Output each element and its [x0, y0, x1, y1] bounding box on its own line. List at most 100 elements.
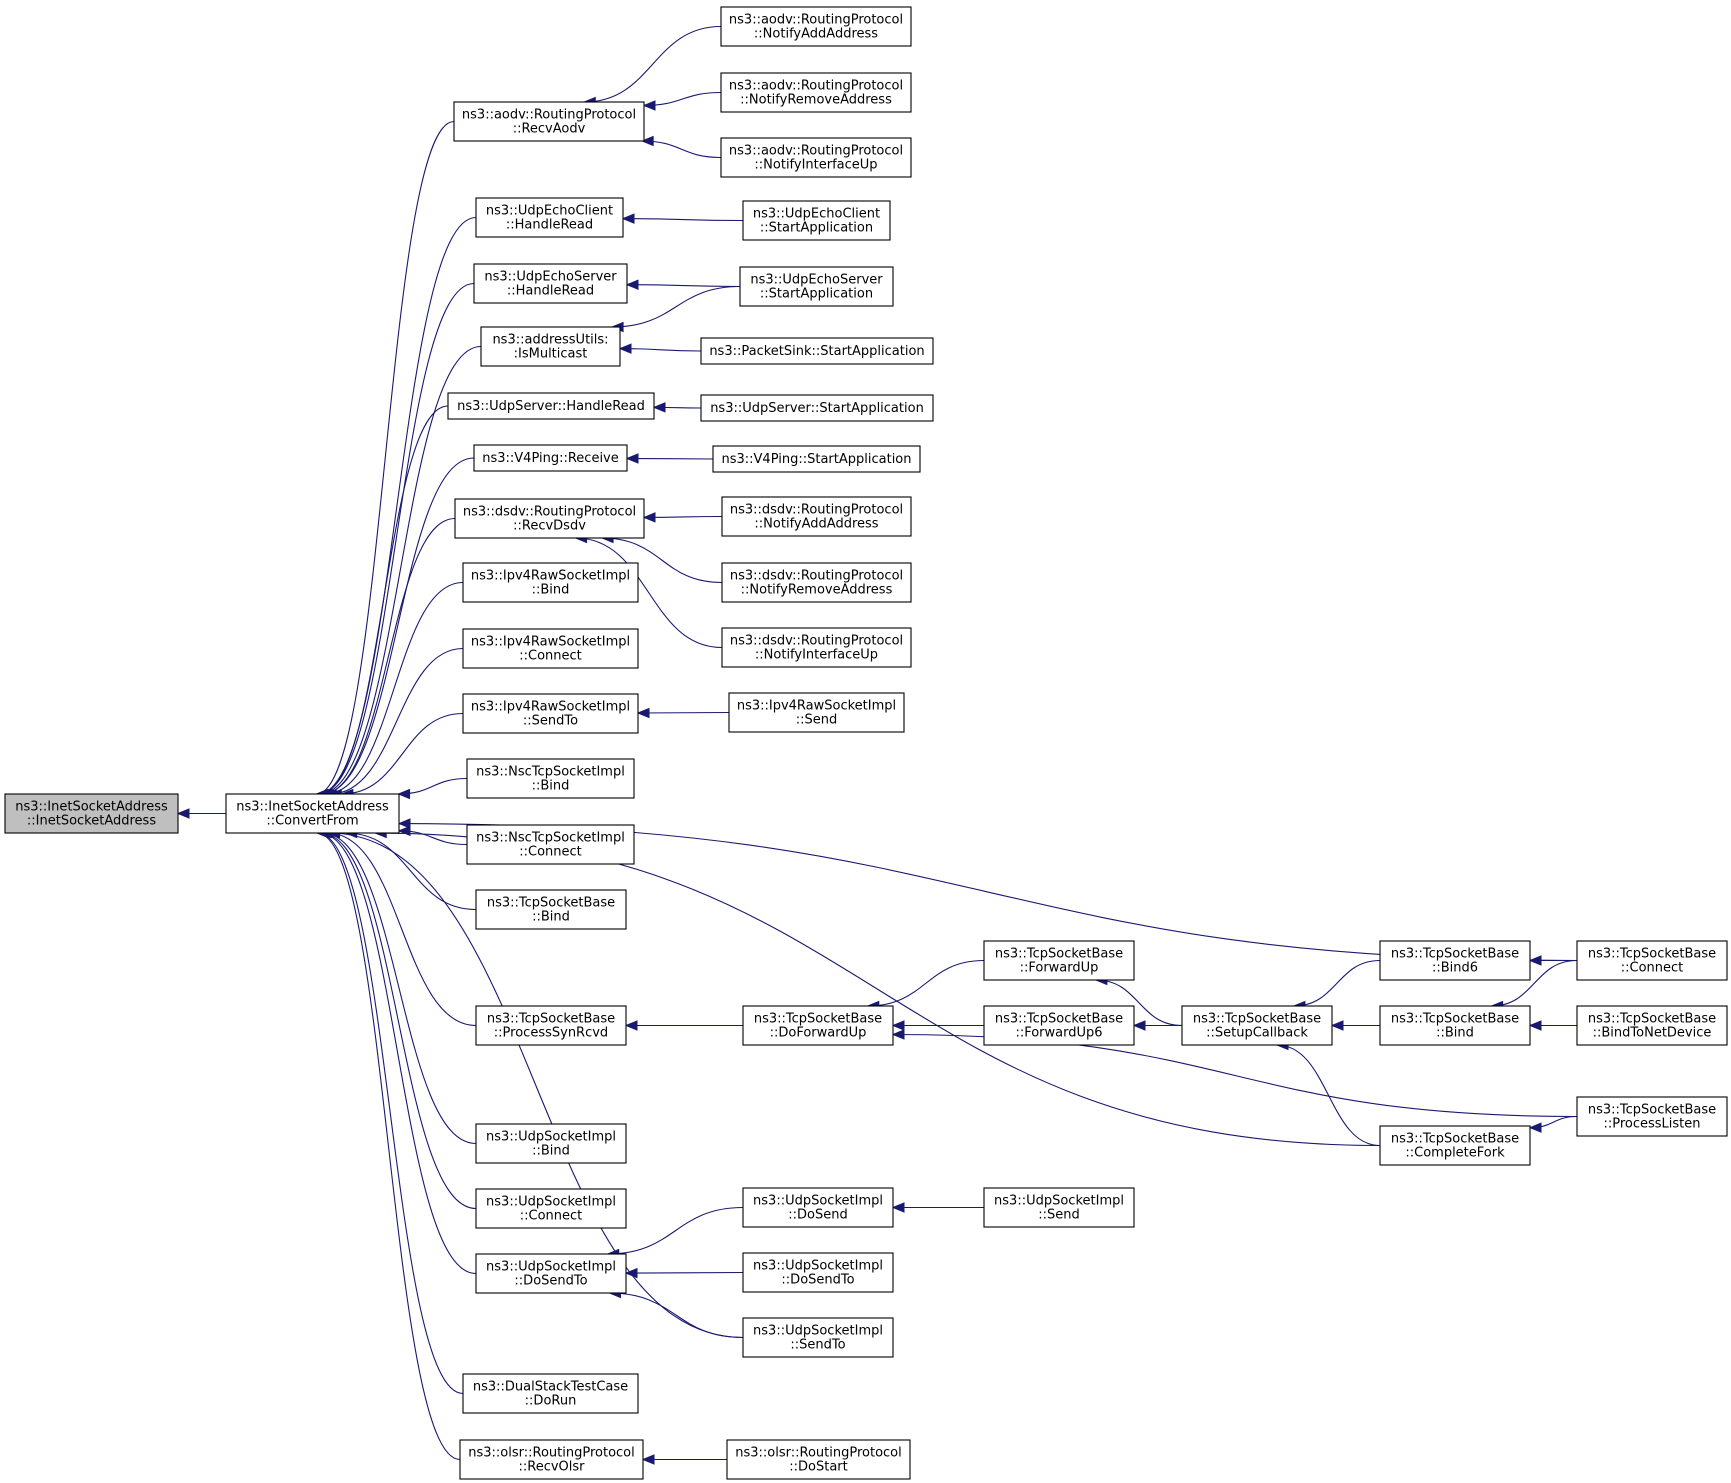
- call-edge: [321, 457, 475, 795]
- function-node[interactable]: ns3::TcpSocketBase::ProcessSynRcvd: [475, 1005, 627, 1046]
- call-edge: [325, 581, 464, 795]
- function-node[interactable]: ns3::UdpEchoServer::StartApplication: [739, 266, 894, 307]
- node-label: ns3::UdpEchoServer: [750, 273, 883, 288]
- node-box: [454, 498, 645, 539]
- node-box: [475, 1123, 627, 1164]
- node-label: ::DoRun: [525, 1394, 577, 1409]
- function-node[interactable]: ns3::UdpSocketImpl::SendTo: [742, 1317, 894, 1358]
- function-node[interactable]: ns3::InetSocketAddress::ConvertFrom: [225, 793, 400, 834]
- node-label: ns3::olsr::RoutingProtocol: [735, 1446, 902, 1461]
- function-node[interactable]: ns3::olsr::RoutingProtocol::RecvOlsr: [459, 1439, 644, 1480]
- call-edge: [584, 25, 722, 103]
- function-node[interactable]: ns3::Ipv4RawSocketImpl::SendTo: [462, 693, 639, 734]
- function-node[interactable]: ns3::UdpEchoServer::HandleRead: [473, 263, 628, 304]
- arrowhead-icon: [641, 1454, 655, 1465]
- node-label: ns3::TcpSocketBase: [1391, 947, 1519, 962]
- function-node[interactable]: ns3::aodv::RoutingProtocol::NotifyRemove…: [720, 72, 912, 113]
- function-node[interactable]: ns3::Ipv4RawSocketImpl::Connect: [462, 628, 639, 669]
- function-node[interactable]: ns3::UdpEchoClient::StartApplication: [742, 200, 891, 241]
- function-node[interactable]: ns3::DualStackTestCase::DoRun: [462, 1373, 639, 1414]
- function-node[interactable]: ns3::aodv::RoutingProtocol::NotifyInterf…: [720, 137, 912, 178]
- arrowhead-icon: [640, 135, 654, 147]
- node-label: ::Bind: [1436, 1026, 1474, 1041]
- node-box: [1576, 1096, 1728, 1137]
- function-node[interactable]: ns3::V4Ping::StartApplication: [712, 445, 921, 473]
- node-label: ::NotifyRemoveAddress: [740, 93, 892, 108]
- function-node[interactable]: ns3::Ipv4RawSocketImpl::Send: [728, 692, 905, 733]
- node-label: ::NotifyRemoveAddress: [741, 583, 893, 598]
- function-node[interactable]: ns3::PacketSink::StartApplication: [700, 337, 934, 365]
- function-node[interactable]: ns3::TcpSocketBase::CompleteFork: [1379, 1125, 1531, 1166]
- node-label: ::HandleRead: [506, 218, 593, 233]
- node-box: [720, 137, 912, 178]
- function-node[interactable]: ns3::UdpSocketImpl::Bind: [475, 1123, 627, 1164]
- function-node[interactable]: ns3::dsdv::RoutingProtocol::NotifyInterf…: [721, 627, 912, 668]
- function-node[interactable]: ns3::V4Ping::Receive: [473, 444, 628, 472]
- arrowhead-icon: [1528, 955, 1542, 966]
- call-edge: [643, 91, 722, 107]
- function-node[interactable]: ns3::dsdv::RoutingProtocol::NotifyRemove…: [721, 562, 912, 603]
- function-node[interactable]: ns3::UdpSocketImpl::Send: [983, 1187, 1135, 1228]
- function-node[interactable]: ns3::TcpSocketBase::DoForwardUp: [742, 1005, 894, 1046]
- node-label: ns3::V4Ping::StartApplication: [721, 452, 911, 467]
- function-node[interactable]: ns3::TcpSocketBase::Bind: [1379, 1005, 1531, 1046]
- arrowhead-icon: [1528, 1122, 1542, 1133]
- node-label: ns3::UdpEchoClient: [486, 204, 613, 219]
- function-node[interactable]: ns3::aodv::RoutingProtocol::NotifyAddAdd…: [720, 6, 912, 47]
- function-node[interactable]: ns3::UdpServer::StartApplication: [700, 394, 934, 422]
- node-label: ns3::TcpSocketBase: [487, 1012, 615, 1027]
- node-label: ns3::UdpServer::HandleRead: [457, 399, 645, 414]
- node-label: ::Bind: [532, 583, 570, 598]
- call-edge: [612, 285, 741, 328]
- arrowhead-icon: [891, 1020, 905, 1031]
- arrowhead-icon: [625, 279, 639, 290]
- function-node[interactable]: ns3::Ipv4RawSocketImpl::Bind: [462, 562, 639, 603]
- function-node[interactable]: ns3::olsr::RoutingProtocol::DoStart: [726, 1439, 911, 1480]
- node-label: ns3::PacketSink::StartApplication: [709, 344, 924, 359]
- node-box: [225, 793, 400, 834]
- function-node[interactable]: ns3::dsdv::RoutingProtocol::NotifyAddAdd…: [721, 496, 912, 537]
- node-label: ::DoForwardUp: [770, 1026, 867, 1041]
- call-edge: [320, 832, 477, 1210]
- node-label: ns3::TcpSocketBase: [995, 947, 1123, 962]
- function-node[interactable]: ns3::UdpSocketImpl::DoSendTo: [475, 1253, 627, 1294]
- node-label: ::Bind: [532, 910, 570, 925]
- node-box: [712, 445, 921, 473]
- function-node[interactable]: ns3::aodv::RoutingProtocol::RecvAodv: [453, 101, 645, 142]
- function-node[interactable]: ns3::UdpSocketImpl::Connect: [475, 1188, 627, 1229]
- function-node[interactable]: ns3::UdpSocketImpl::DoSend: [742, 1187, 894, 1228]
- call-edge: [321, 517, 456, 795]
- node-label: ::DoSendTo: [781, 1273, 854, 1288]
- arrowhead-icon: [621, 213, 635, 224]
- focus-node[interactable]: ns3::InetSocketAddress::InetSocketAddres…: [4, 793, 179, 834]
- function-node[interactable]: ns3::TcpSocketBase::BindToNetDevice: [1576, 1005, 1728, 1046]
- node-box: [742, 1005, 894, 1046]
- function-node[interactable]: ns3::TcpSocketBase::ForwardUp: [983, 940, 1135, 981]
- function-node[interactable]: ns3::UdpSocketImpl::DoSendTo: [742, 1252, 894, 1293]
- node-box: [475, 1253, 627, 1294]
- node-box: [473, 444, 628, 472]
- node-box: [466, 824, 635, 865]
- function-node[interactable]: ns3::TcpSocketBase::SetupCallback: [1181, 1005, 1333, 1046]
- function-node[interactable]: ns3::NscTcpSocketImpl::Connect: [466, 824, 635, 865]
- arrowhead-icon: [636, 707, 650, 719]
- function-node[interactable]: ns3::addressUtils::IsMulticast: [480, 326, 621, 367]
- call-edge: [322, 832, 477, 1145]
- node-box: [1576, 1005, 1728, 1046]
- function-node[interactable]: ns3::UdpServer::HandleRead: [447, 392, 655, 420]
- node-label: ::ForwardUp6: [1015, 1026, 1102, 1041]
- function-node[interactable]: ns3::NscTcpSocketImpl::Bind: [466, 758, 635, 799]
- function-node[interactable]: ns3::TcpSocketBase::ProcessListen: [1576, 1096, 1728, 1137]
- node-label: ::ProcessSynRcvd: [494, 1026, 608, 1041]
- function-node[interactable]: ns3::TcpSocketBase::Bind: [475, 889, 627, 930]
- node-label: ns3::aodv::RoutingProtocol: [462, 108, 636, 123]
- node-label: ns3::InetSocketAddress: [236, 800, 389, 815]
- function-node[interactable]: ns3::dsdv::RoutingProtocol::RecvDsdv: [454, 498, 645, 539]
- function-node[interactable]: ns3::UdpEchoClient::HandleRead: [475, 197, 624, 238]
- function-node[interactable]: ns3::TcpSocketBase::Connect: [1576, 940, 1728, 981]
- call-edge: [1276, 1044, 1381, 1147]
- node-box: [720, 72, 912, 113]
- function-node[interactable]: ns3::TcpSocketBase::ForwardUp6: [983, 1005, 1135, 1046]
- function-node[interactable]: ns3::TcpSocketBase::Bind6: [1379, 940, 1531, 981]
- node-box: [475, 1005, 627, 1046]
